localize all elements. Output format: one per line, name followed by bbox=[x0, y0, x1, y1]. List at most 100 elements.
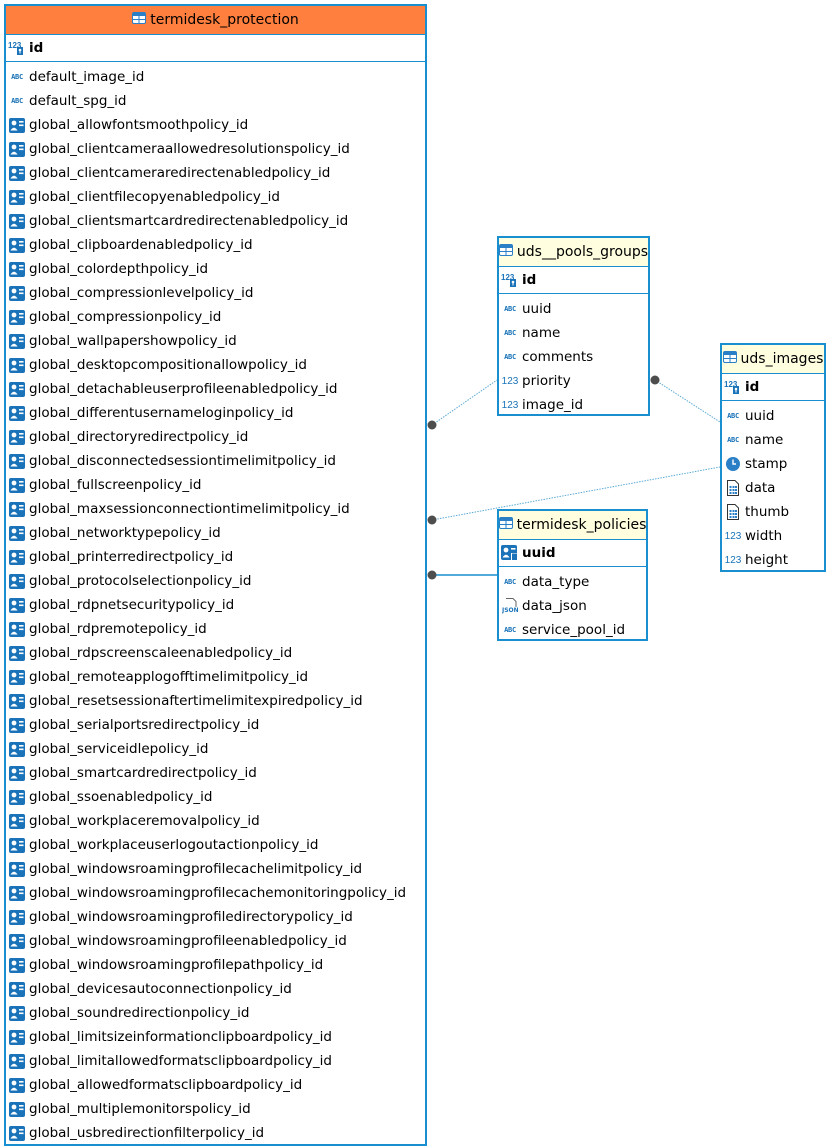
column-name: global_usbredirectionfilterpolicy_id bbox=[29, 1125, 265, 1141]
primary-key-row[interactable]: uuid bbox=[499, 540, 646, 567]
column-row[interactable]: global_serviceidlepolicy_id bbox=[6, 737, 425, 761]
column-row[interactable]: global_wallpapershowpolicy_id bbox=[6, 329, 425, 353]
column-row[interactable]: global_networktypepolicy_id bbox=[6, 521, 425, 545]
foreign-key-icon bbox=[8, 1053, 26, 1069]
column-name: height bbox=[745, 552, 789, 568]
column-name: global_limitsizeinformationclipboardpoli… bbox=[29, 1029, 332, 1045]
column-row[interactable]: global_desktopcompositionallowpolicy_id bbox=[6, 353, 425, 377]
foreign-key-icon bbox=[8, 669, 26, 685]
column-row[interactable]: global_remoteapplogofftimelimitpolicy_id bbox=[6, 665, 425, 689]
column-name: global_wallpapershowpolicy_id bbox=[29, 333, 237, 349]
column-name: id bbox=[745, 379, 760, 395]
column-name: global_windowsroamingprofilecachelimitpo… bbox=[29, 861, 363, 877]
column-row[interactable]: global_printerredirectpolicy_id bbox=[6, 545, 425, 569]
column-row[interactable]: stamp bbox=[722, 452, 824, 476]
column-row[interactable]: global_clipboardenabledpolicy_id bbox=[6, 233, 425, 257]
foreign-key-icon bbox=[8, 573, 26, 589]
column-row[interactable]: global_compressionlevelpolicy_id bbox=[6, 281, 425, 305]
column-row[interactable]: global_colordepthpolicy_id bbox=[6, 257, 425, 281]
relation-endpoint-dot bbox=[427, 570, 437, 580]
column-row[interactable]: global_windowsroamingprofilecachemonitor… bbox=[6, 881, 425, 905]
column-row[interactable]: global_fullscreenpolicy_id bbox=[6, 473, 425, 497]
column-row[interactable]: thumb bbox=[722, 500, 824, 524]
column-row[interactable]: global_rdpnetsecuritypolicy_id bbox=[6, 593, 425, 617]
column-row[interactable]: global_soundredirectionpolicy_id bbox=[6, 1001, 425, 1025]
column-name: global_clipboardenabledpolicy_id bbox=[29, 237, 253, 253]
column-row[interactable]: global_limitallowedformatsclipboardpolic… bbox=[6, 1049, 425, 1073]
foreign-key-icon bbox=[8, 861, 26, 877]
column-row[interactable]: global_multiplemonitorspolicy_id bbox=[6, 1097, 425, 1121]
column-row[interactable]: global_compressionpolicy_id bbox=[6, 305, 425, 329]
column-row[interactable]: global_resetsessionaftertimelimitexpired… bbox=[6, 689, 425, 713]
foreign-key-icon bbox=[8, 621, 26, 637]
column-row[interactable]: global_detachableuserprofileenabledpolic… bbox=[6, 377, 425, 401]
column-row[interactable]: global_smartcardredirectpolicy_id bbox=[6, 761, 425, 785]
column-row[interactable]: global_serialportsredirectpolicy_id bbox=[6, 713, 425, 737]
column-row[interactable]: data bbox=[722, 476, 824, 500]
column-row[interactable]: global_clientcameraredirectenabledpolicy… bbox=[6, 161, 425, 185]
column-row[interactable]: global_windowsroamingprofiledirectorypol… bbox=[6, 905, 425, 929]
entity-header[interactable]: termidesk_protection bbox=[6, 6, 425, 35]
column-row[interactable]: global_disconnectedsessiontimelimitpolic… bbox=[6, 449, 425, 473]
column-row[interactable]: global_windowsroamingprofileenabledpolic… bbox=[6, 929, 425, 953]
foreign-key-icon bbox=[8, 837, 26, 853]
column-row[interactable]: global_allowfontsmoothpolicy_id bbox=[6, 113, 425, 137]
column-row[interactable]: global_devicesautoconnectionpolicy_id bbox=[6, 977, 425, 1001]
string-icon: ABC bbox=[11, 97, 23, 105]
column-row[interactable]: global_windowsroamingprofilepathpolicy_i… bbox=[6, 953, 425, 977]
column-name: image_id bbox=[522, 397, 584, 413]
column-row[interactable]: global_ssoenabledpolicy_id bbox=[6, 785, 425, 809]
column-row[interactable]: global_workplaceuserlogoutactionpolicy_i… bbox=[6, 833, 425, 857]
primary-key-row[interactable]: 123 id bbox=[6, 35, 425, 62]
column-row[interactable]: global_clientsmartcardredirectenabledpol… bbox=[6, 209, 425, 233]
foreign-key-icon bbox=[8, 213, 26, 229]
column-row[interactable]: global_rdpscreenscaleenabledpolicy_id bbox=[6, 641, 425, 665]
entity-header[interactable]: uds_images bbox=[722, 345, 824, 374]
entity-header[interactable]: termidesk_policies bbox=[498, 511, 646, 540]
column-name: global_smartcardredirectpolicy_id bbox=[29, 765, 257, 781]
relation-endpoint-dot bbox=[650, 375, 660, 385]
string-icon: ABC bbox=[504, 353, 516, 361]
column-row[interactable]: global_clientfilecopyenabledpolicy_id bbox=[6, 185, 425, 209]
svg-text:123: 123 bbox=[501, 273, 515, 282]
column-row[interactable]: global_directoryredirectpolicy_id bbox=[6, 425, 425, 449]
column-row[interactable]: global_rdpremotepolicy_id bbox=[6, 617, 425, 641]
column-row[interactable]: global_windowsroamingprofilecachelimitpo… bbox=[6, 857, 425, 881]
entity-header[interactable]: uds__pools_groups bbox=[498, 238, 648, 267]
column-row[interactable]: global_workplaceremovalpolicy_id bbox=[6, 809, 425, 833]
column-row[interactable]: global_allowedformatsclipboardpolicy_id bbox=[6, 1073, 425, 1097]
numeric-key-icon: 123 bbox=[501, 272, 519, 288]
primary-key-row[interactable]: 123 id bbox=[722, 374, 824, 401]
column-row[interactable]: global_usbredirectionfilterpolicy_id bbox=[6, 1121, 425, 1145]
column-row[interactable]: global_limitsizeinformationclipboardpoli… bbox=[6, 1025, 425, 1049]
primary-key-row[interactable]: 123 id bbox=[499, 267, 648, 294]
column-row[interactable]: global_clientcameraallowedresolutionspol… bbox=[6, 137, 425, 161]
column-name: global_multiplemonitorspolicy_id bbox=[29, 1101, 251, 1117]
column-name: priority bbox=[522, 373, 571, 389]
foreign-key-icon bbox=[8, 981, 26, 997]
column-row[interactable]: global_maxsessionconnectiontimelimitpoli… bbox=[6, 497, 425, 521]
column-row[interactable]: global_differentusernameloginpolicy_id bbox=[6, 401, 425, 425]
column-name: global_clientfilecopyenabledpolicy_id bbox=[29, 189, 280, 205]
column-row[interactable]: global_protocolselectionpolicy_id bbox=[6, 569, 425, 593]
